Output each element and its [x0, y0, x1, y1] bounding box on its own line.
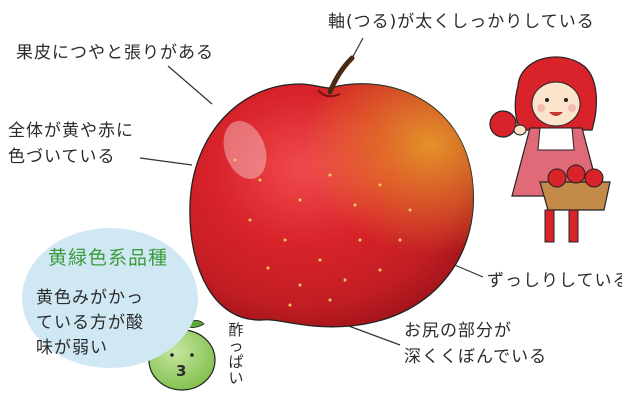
girl-illustration: [489, 56, 611, 243]
color-label-line1: 全体が黄や赤に: [8, 121, 134, 141]
apple-stem: [327, 55, 355, 95]
sour-char: ぱ: [228, 353, 244, 371]
note-title: 黄緑色系品種: [48, 247, 169, 269]
note-line3: 味が弱い: [36, 338, 108, 358]
sour-char: い: [228, 369, 244, 387]
stem-label: 軸(つる)が太くしっかりしている: [328, 12, 595, 32]
sour-char: っ: [228, 337, 244, 355]
sour-text: 酢 っ ぱ い: [226, 322, 246, 386]
note-bubble: [22, 228, 198, 368]
red-apple: [189, 55, 474, 328]
bottom-label-line1: お尻の部分が: [404, 321, 512, 341]
green-apple-mouth: 3: [176, 362, 187, 380]
sour-char: 酢: [228, 321, 244, 339]
color-label-line2: 色づいている: [8, 147, 116, 167]
heavy-label: ずっしりしている: [487, 271, 622, 291]
note-line2: ている方が酸: [36, 313, 144, 333]
bottom-label-line2: 深くくぼんでいる: [404, 347, 548, 367]
skin-label: 果皮につやと張りがある: [16, 43, 214, 63]
note-line1: 黄色みがかっ: [36, 288, 144, 308]
